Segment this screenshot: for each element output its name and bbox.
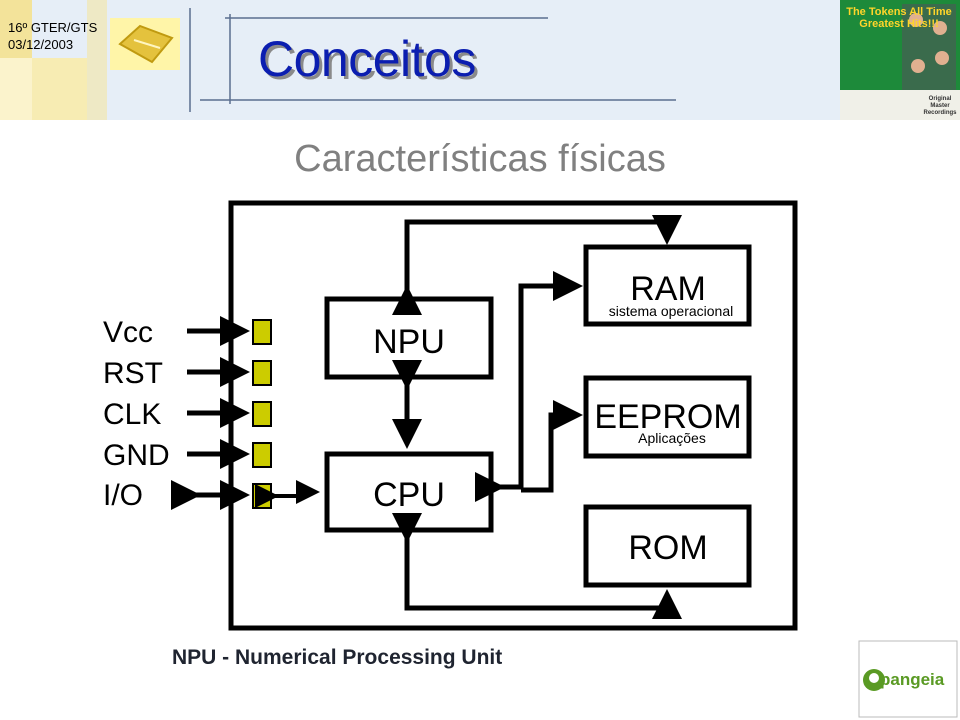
footnote: NPU - Numerical Processing Unit (172, 646, 503, 669)
pangeia-logo (858, 640, 958, 718)
pin-pad-rst (252, 360, 272, 386)
pin-label-clk: CLK (103, 398, 161, 431)
header-decoration (0, 0, 960, 120)
cpu-eeprom-link (521, 400, 583, 493)
slide-title: Conceitos (258, 31, 476, 87)
pin-pad-clk (252, 401, 272, 427)
shield-logo-icon (118, 24, 174, 64)
pin-pad-io (252, 483, 272, 509)
cpu-ram-link (475, 271, 583, 502)
event-date: 03/12/2003 (8, 37, 74, 52)
album-cover-tag: Original Master Recordings (923, 96, 957, 116)
eeprom-sublabel: Aplicações (638, 430, 706, 446)
pin-pad-vcc (252, 319, 272, 345)
io-cpu-link (255, 480, 320, 508)
slide-subtitle: Características físicas (294, 138, 666, 180)
eeprom-block (583, 375, 752, 459)
pin-label-vcc: Vcc (103, 316, 153, 349)
pin-pad-gnd (252, 442, 272, 468)
logo-text: pangeia (880, 670, 945, 689)
pin-label-rst: RST (103, 357, 163, 390)
rom-label: ROM (628, 529, 707, 567)
pin-label-gnd: GND (103, 439, 170, 472)
event-name: 16º GTER/GTS (8, 20, 98, 35)
npu-ram-link (392, 215, 682, 315)
cpu-rom-link (392, 513, 682, 619)
npu-label: NPU (373, 323, 445, 361)
ram-sublabel: sistema operacional (609, 303, 734, 319)
cpu-label: CPU (373, 476, 445, 514)
album-cover-title: The Tokens All Time Greatest Hits!!! (846, 6, 952, 30)
eeprom-label: EEPROM (594, 398, 741, 436)
pin-label-io: I/O (103, 479, 143, 512)
